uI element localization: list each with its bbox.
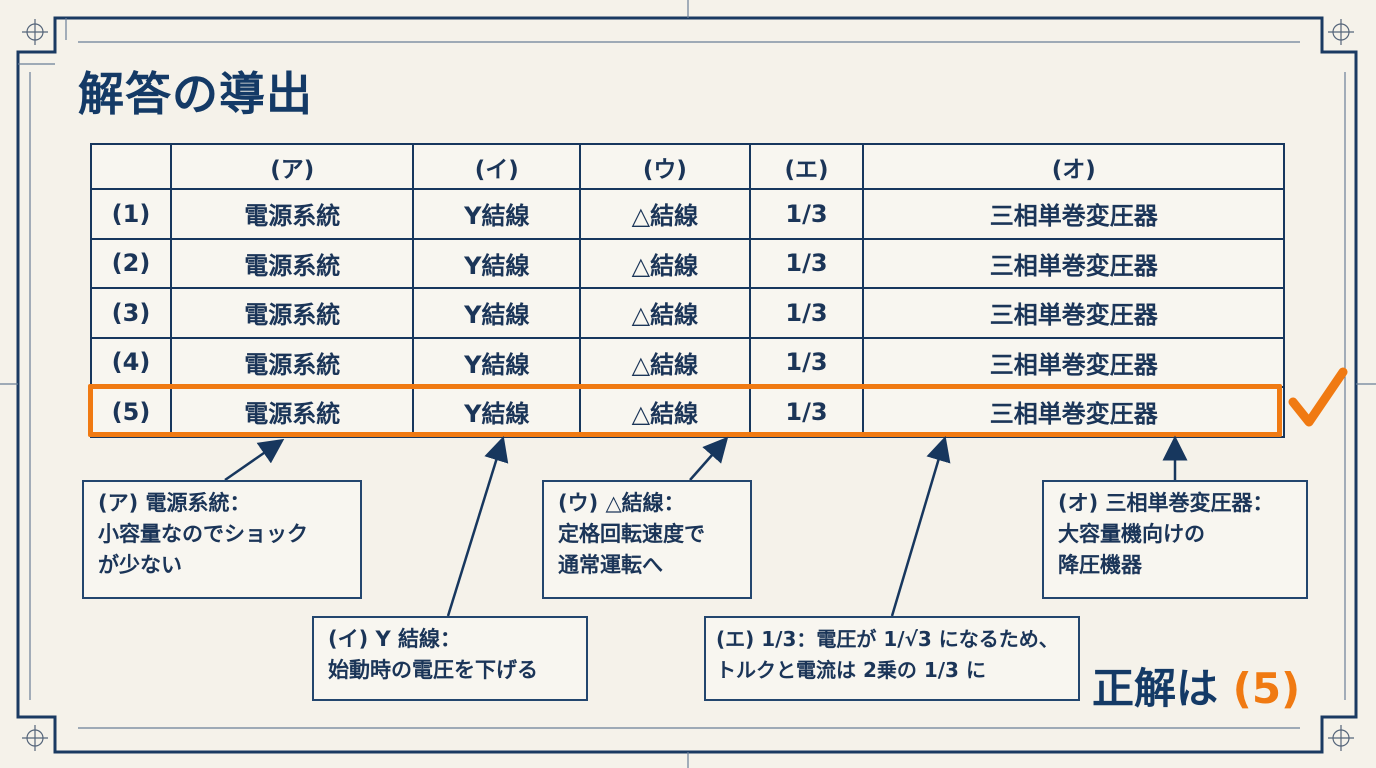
table-cell: 1/3 [748,336,865,388]
arrow-u [689,436,729,481]
table-cell: Y結線 [412,188,582,240]
table-cell: △結線 [579,336,751,388]
callout-line: 小容量なのでショック [98,522,308,546]
page-title: 解答の導出 [78,67,313,121]
callout-e: (エ) 1/3：電圧が 1/√3 になるため、 トルクと電流は 2乗の 1/3 … [704,616,1080,701]
callout-line: (ウ) △結線： [558,491,685,515]
callout-line: が少ない [98,553,182,577]
row-label: (4) [90,336,172,388]
callout-line: 始動時の電圧を下げる [328,658,538,682]
callout-line: 定格回転速度で [558,522,705,546]
checkmark-icon [1288,367,1348,427]
arrow-e [890,436,951,617]
row-label: (3) [90,287,172,339]
row-label: (5) [90,386,172,438]
callout-u: (ウ) △結線： 定格回転速度で 通常運転へ [542,480,752,599]
table-cell: Y結線 [412,336,582,388]
header-cell: (オ) [862,143,1285,190]
table-header-row: (ア) (イ) (ウ) (エ) (オ) [90,143,1285,190]
header-cell: (ア) [169,143,415,190]
arrow-a [224,438,285,482]
answer-value: (5) [1232,664,1301,713]
answer-label: 正解は [1092,664,1219,713]
table-cell: 三相単巻変圧器 [862,188,1285,240]
answer-statement: 正解は (5) [1092,655,1300,716]
callout-line: (ア) 電源系統： [98,491,251,515]
table-cell: 電源系統 [169,188,415,240]
table-cell: △結線 [579,287,751,339]
callout-line: 大容量機向けの [1058,522,1205,546]
header-cell: (ウ) [579,143,751,190]
table-cell: Y結線 [412,237,582,289]
table-cell: Y結線 [412,287,582,339]
callout-o: (オ) 三相単巻変圧器： 大容量機向けの 降圧機器 [1042,480,1308,599]
row-label: (2) [90,237,172,289]
callout-line: (イ) Y 結線： [328,627,462,651]
table-cell: 1/3 [748,188,865,240]
header-cell: (イ) [412,143,582,190]
table-cell: 電源系統 [169,336,415,388]
table-cell: 電源系統 [169,237,415,289]
callout-line: (オ) 三相単巻変圧器： [1058,491,1274,515]
table-cell: 三相単巻変圧器 [862,287,1285,339]
table-cell: △結線 [579,237,751,289]
header-cell [90,143,172,190]
callout-line: トルクと電流は 2乗の 1/3 に [716,658,986,682]
table-cell: △結線 [579,188,751,240]
table-cell: 1/3 [748,237,865,289]
row-label: (1) [90,188,172,240]
header-cell: (エ) [748,143,865,190]
callout-line: 通常運転へ [558,553,663,577]
callout-a: (ア) 電源系統： 小容量なのでショック が少ない [82,480,362,599]
arrow-i [446,436,509,617]
callout-i: (イ) Y 結線： 始動時の電圧を下げる [312,616,588,701]
crosshair-icon [22,19,1354,751]
callout-line: (エ) 1/3：電圧が 1/√3 になるため、 [716,627,1059,651]
table-cell: 三相単巻変圧器 [862,237,1285,289]
table-cell: 電源系統 [169,287,415,339]
table-cell: 1/3 [748,287,865,339]
callout-line: 降圧機器 [1058,553,1142,577]
table-cell: 電源系統 [169,386,415,438]
highlight-box-row-5 [88,384,1282,437]
